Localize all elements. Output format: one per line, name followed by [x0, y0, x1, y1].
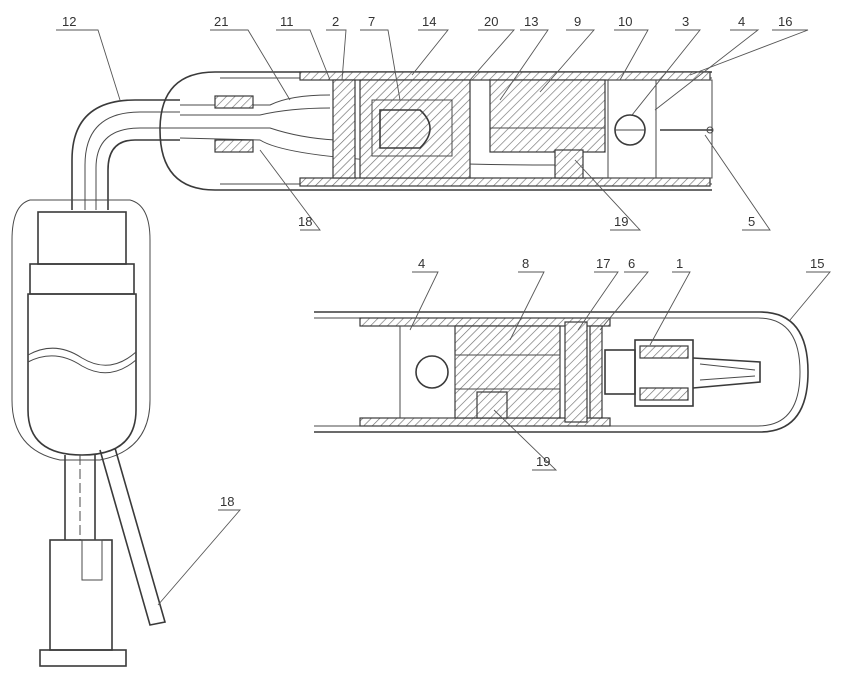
label-18-top: 18: [298, 214, 312, 229]
label-8: 8: [522, 256, 529, 271]
label-21: 21: [214, 14, 228, 29]
label-15: 15: [810, 256, 824, 271]
label-6: 6: [628, 256, 635, 271]
label-19-top: 19: [614, 214, 628, 229]
label-1: 1: [676, 256, 683, 271]
lower-body-section: [314, 311, 809, 433]
part-labels: 12 21 11 2 7 14 20 13 9 10 3 4 16 18 19 …: [62, 14, 824, 509]
label-5: 5: [748, 214, 755, 229]
label-4-top: 4: [738, 14, 745, 29]
label-3: 3: [682, 14, 689, 29]
label-16: 16: [778, 14, 792, 29]
label-20: 20: [484, 14, 498, 29]
label-4-bottom: 4: [418, 256, 425, 271]
leader-lines: [56, 29, 831, 606]
label-17: 17: [596, 256, 610, 271]
label-9: 9: [574, 14, 581, 29]
label-12: 12: [62, 14, 76, 29]
label-19-bottom: 19: [536, 454, 550, 469]
label-11: 11: [280, 14, 294, 29]
cable-assembly: [11, 99, 180, 667]
label-7: 7: [368, 14, 375, 29]
label-2: 2: [332, 14, 339, 29]
label-14: 14: [422, 14, 436, 29]
label-18-bottom: 18: [220, 494, 234, 509]
upper-body-section: [159, 71, 714, 191]
label-13: 13: [524, 14, 538, 29]
label-10: 10: [618, 14, 632, 29]
